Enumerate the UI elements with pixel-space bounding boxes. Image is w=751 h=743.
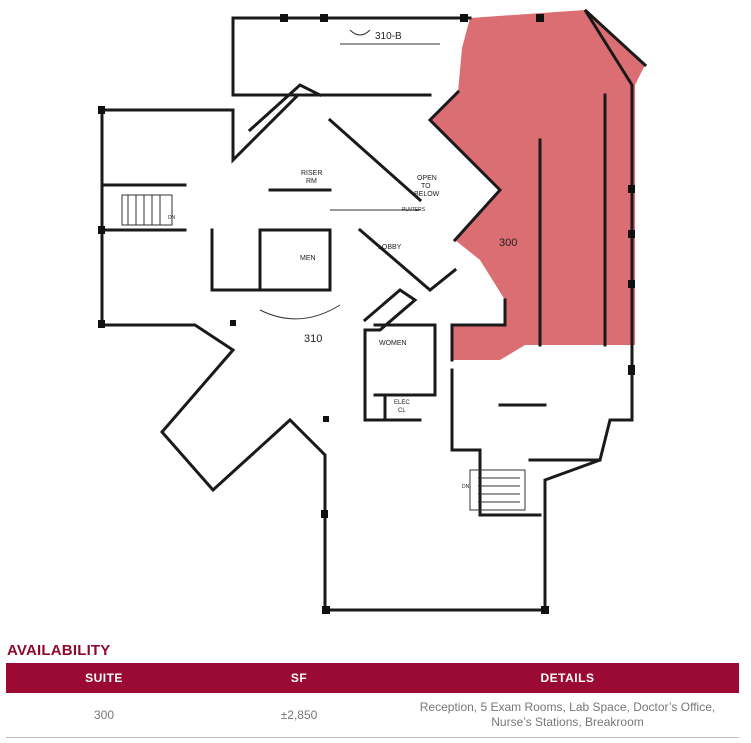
header-sf: SF bbox=[202, 663, 396, 693]
elec-label-2: CL bbox=[398, 408, 406, 414]
suite-310-label: 310 bbox=[304, 333, 322, 345]
riser-label-1: RISER bbox=[301, 170, 322, 177]
open-label-3: BELOW bbox=[414, 191, 440, 198]
cell-suite: 300 bbox=[6, 693, 202, 738]
suite-300-highlight[interactable] bbox=[430, 10, 645, 360]
header-suite: SUITE bbox=[6, 663, 202, 693]
dn-label-2: DN bbox=[462, 484, 470, 490]
lobby-label: LOBBY bbox=[378, 244, 402, 251]
open-label-2: TO bbox=[421, 183, 431, 190]
suite-300-label: 300 bbox=[499, 237, 517, 249]
table-row: 300 ±2,850 Reception, 5 Exam Rooms, Lab … bbox=[6, 693, 739, 738]
interior-details bbox=[121, 29, 526, 511]
details-line-1: Reception, 5 Exam Rooms, Lab Space, Doct… bbox=[419, 700, 716, 714]
suite-310b-label: 310-B bbox=[375, 31, 402, 42]
availability-table: SUITE SF DETAILS 300 ±2,850 Reception, 5… bbox=[6, 663, 739, 738]
elec-label-1: ELEC bbox=[394, 400, 410, 406]
men-label: MEN bbox=[300, 255, 316, 262]
table-header-row: SUITE SF DETAILS bbox=[6, 663, 739, 693]
floor-plan: 310-B 300 310 RISER RM OPEN TO BELOW PLN… bbox=[98, 8, 648, 614]
women-label: WOMEN bbox=[379, 340, 407, 347]
planters-label: PLNTERS bbox=[402, 207, 426, 213]
dn-label-1: DN bbox=[168, 215, 176, 221]
riser-label-2: RM bbox=[306, 178, 317, 185]
room-labels: 310-B 300 310 RISER RM OPEN TO BELOW PLN… bbox=[168, 31, 517, 490]
open-label-1: OPEN bbox=[417, 175, 437, 182]
columns bbox=[98, 14, 635, 614]
cell-details: Reception, 5 Exam Rooms, Lab Space, Doct… bbox=[396, 693, 739, 738]
details-line-2: Nurse’s Stations, Breakroom bbox=[491, 715, 644, 729]
outer-walls bbox=[100, 8, 648, 612]
cell-sf: ±2,850 bbox=[202, 693, 396, 738]
header-details: DETAILS bbox=[396, 663, 739, 693]
availability-title: AVAILABILITY bbox=[7, 642, 111, 659]
